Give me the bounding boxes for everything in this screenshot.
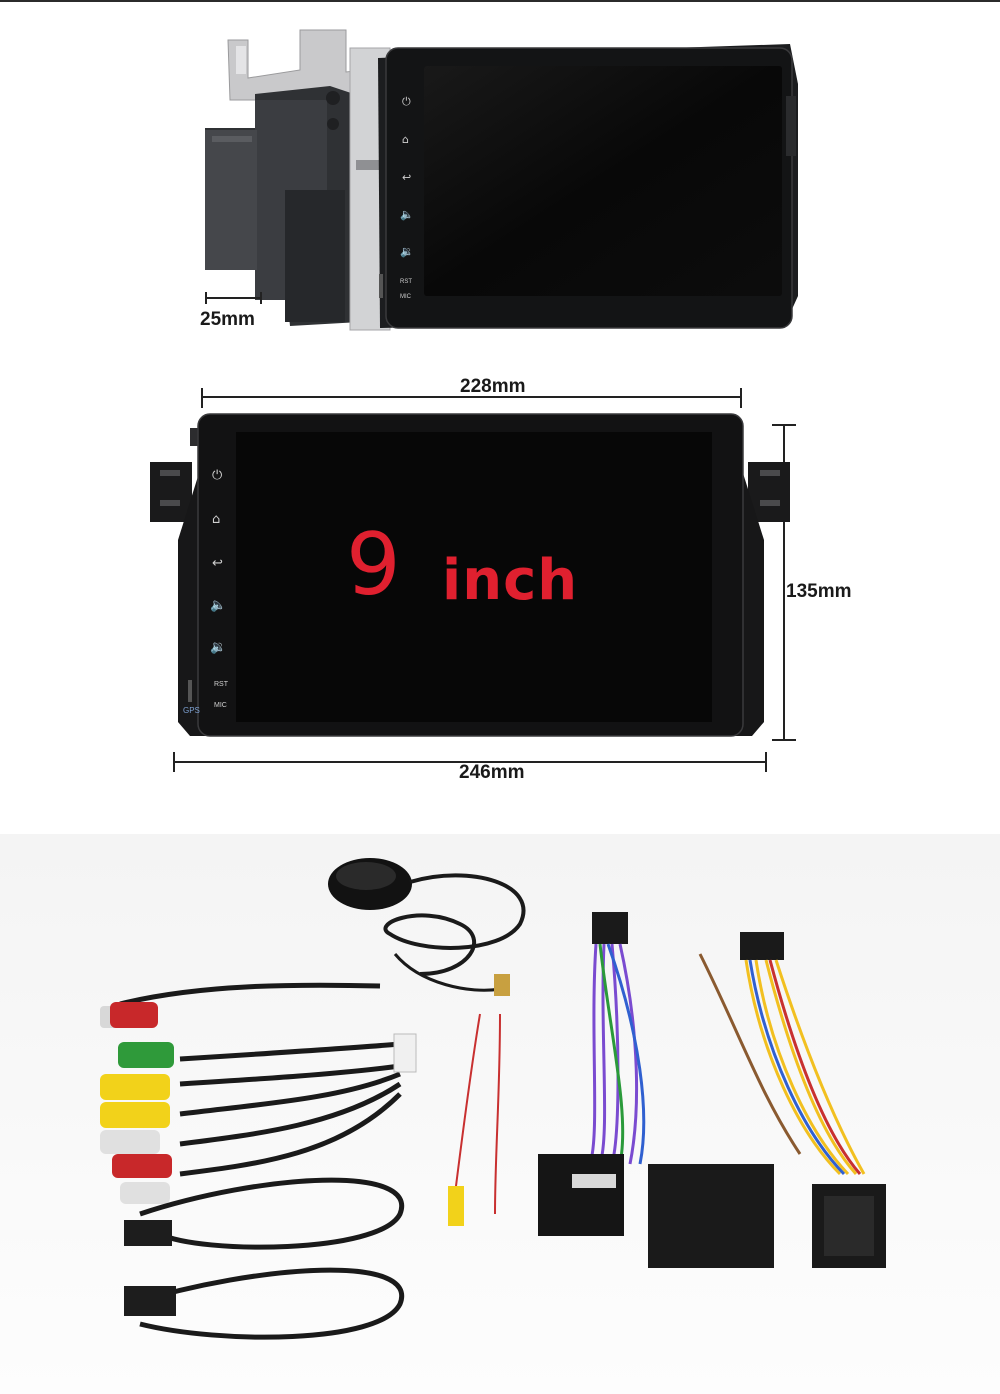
home-icon: ⌂ — [212, 512, 221, 527]
volume-up-icon: 🔈 — [400, 208, 414, 221]
back-icon: ↩ — [402, 171, 412, 184]
screen-size-unit: inch — [442, 548, 579, 613]
mic-label: MIC — [400, 294, 411, 300]
screen-size-number: 9 — [346, 515, 401, 615]
side-view-photo — [205, 29, 798, 331]
total-width-dimension-label: 246mm — [459, 762, 525, 783]
volume-down-icon: 🔉 — [210, 640, 227, 655]
volume-up-icon: 🔈 — [210, 598, 227, 613]
rca-harness — [100, 982, 417, 1204]
accessories-photo — [0, 834, 1000, 1394]
rst-label: RST — [214, 681, 228, 688]
quadlock-harness — [538, 912, 646, 1236]
depth-dimension-label: 25mm — [200, 309, 255, 330]
top-border-line — [0, 0, 1000, 2]
home-icon: ⌂ — [402, 133, 409, 146]
back-icon: ↩ — [212, 556, 223, 571]
rst-label: RST — [400, 279, 412, 285]
gps-label: GPS — [183, 706, 200, 715]
side-view-button-column: ⏻ ⌂ ↩ 🔈 🔉 RST MIC — [398, 95, 418, 305]
height-dimension-label: 135mm — [786, 581, 852, 602]
bmw-iso-harness — [698, 932, 886, 1268]
screen-width-dimension-label: 228mm — [460, 376, 526, 397]
power-icon: ⏻ — [402, 95, 411, 108]
front-view-photo — [150, 388, 796, 772]
front-view-button-column: ⏻ ⌂ ↩ 🔈 🔉 RST MIC — [208, 468, 232, 718]
volume-down-icon: 🔉 — [400, 245, 414, 258]
mic-label: MIC — [214, 702, 227, 709]
power-icon: ⏻ — [212, 468, 223, 483]
